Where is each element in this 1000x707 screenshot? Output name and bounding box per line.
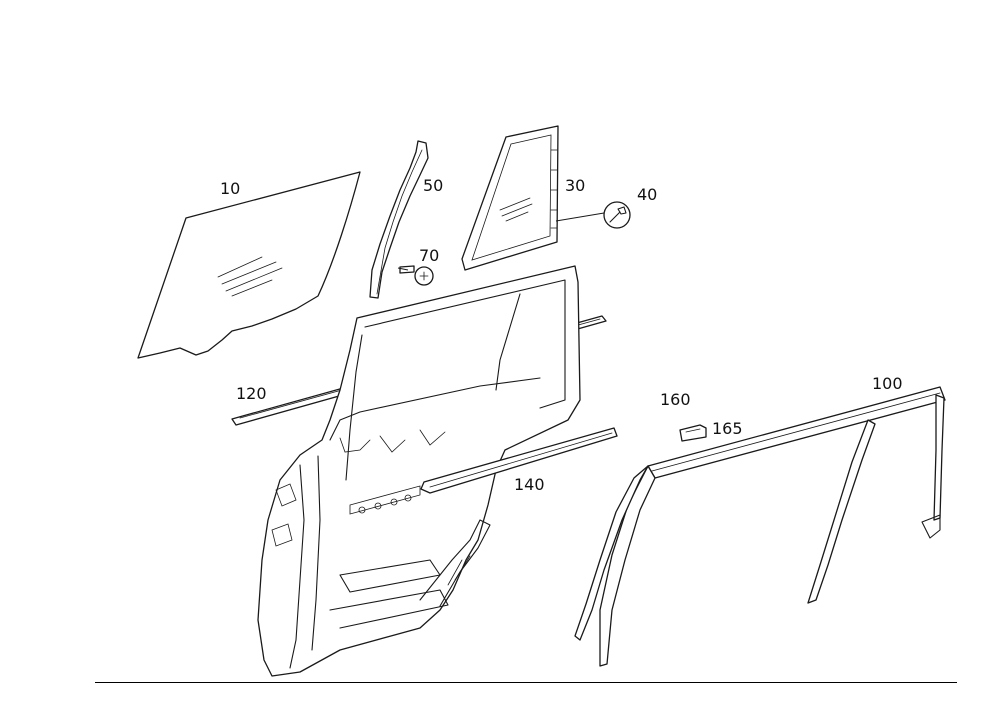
callout-165: 165	[712, 419, 743, 438]
window-channel	[369, 140, 429, 299]
callout-160: 160	[660, 390, 691, 409]
leader-lines	[397, 267, 409, 271]
callout-10: 10	[220, 179, 241, 198]
inner-belt-seal	[420, 427, 618, 494]
quarter-glass	[461, 125, 559, 271]
callout-30: 30	[565, 176, 586, 195]
frame-trim	[574, 386, 946, 667]
callout-120: 120	[236, 384, 267, 403]
callout-100: 100	[872, 374, 903, 393]
callout-40: 40	[637, 185, 658, 204]
window-glass	[137, 171, 361, 359]
wrench-symbol-icon	[555, 201, 631, 229]
callout-70: 70	[419, 246, 440, 265]
callout-140: 140	[514, 475, 545, 494]
callout-50: 50	[423, 176, 444, 195]
clip	[679, 424, 707, 442]
door-shell	[257, 265, 581, 677]
page-rule	[95, 682, 957, 683]
screw	[399, 265, 434, 286]
